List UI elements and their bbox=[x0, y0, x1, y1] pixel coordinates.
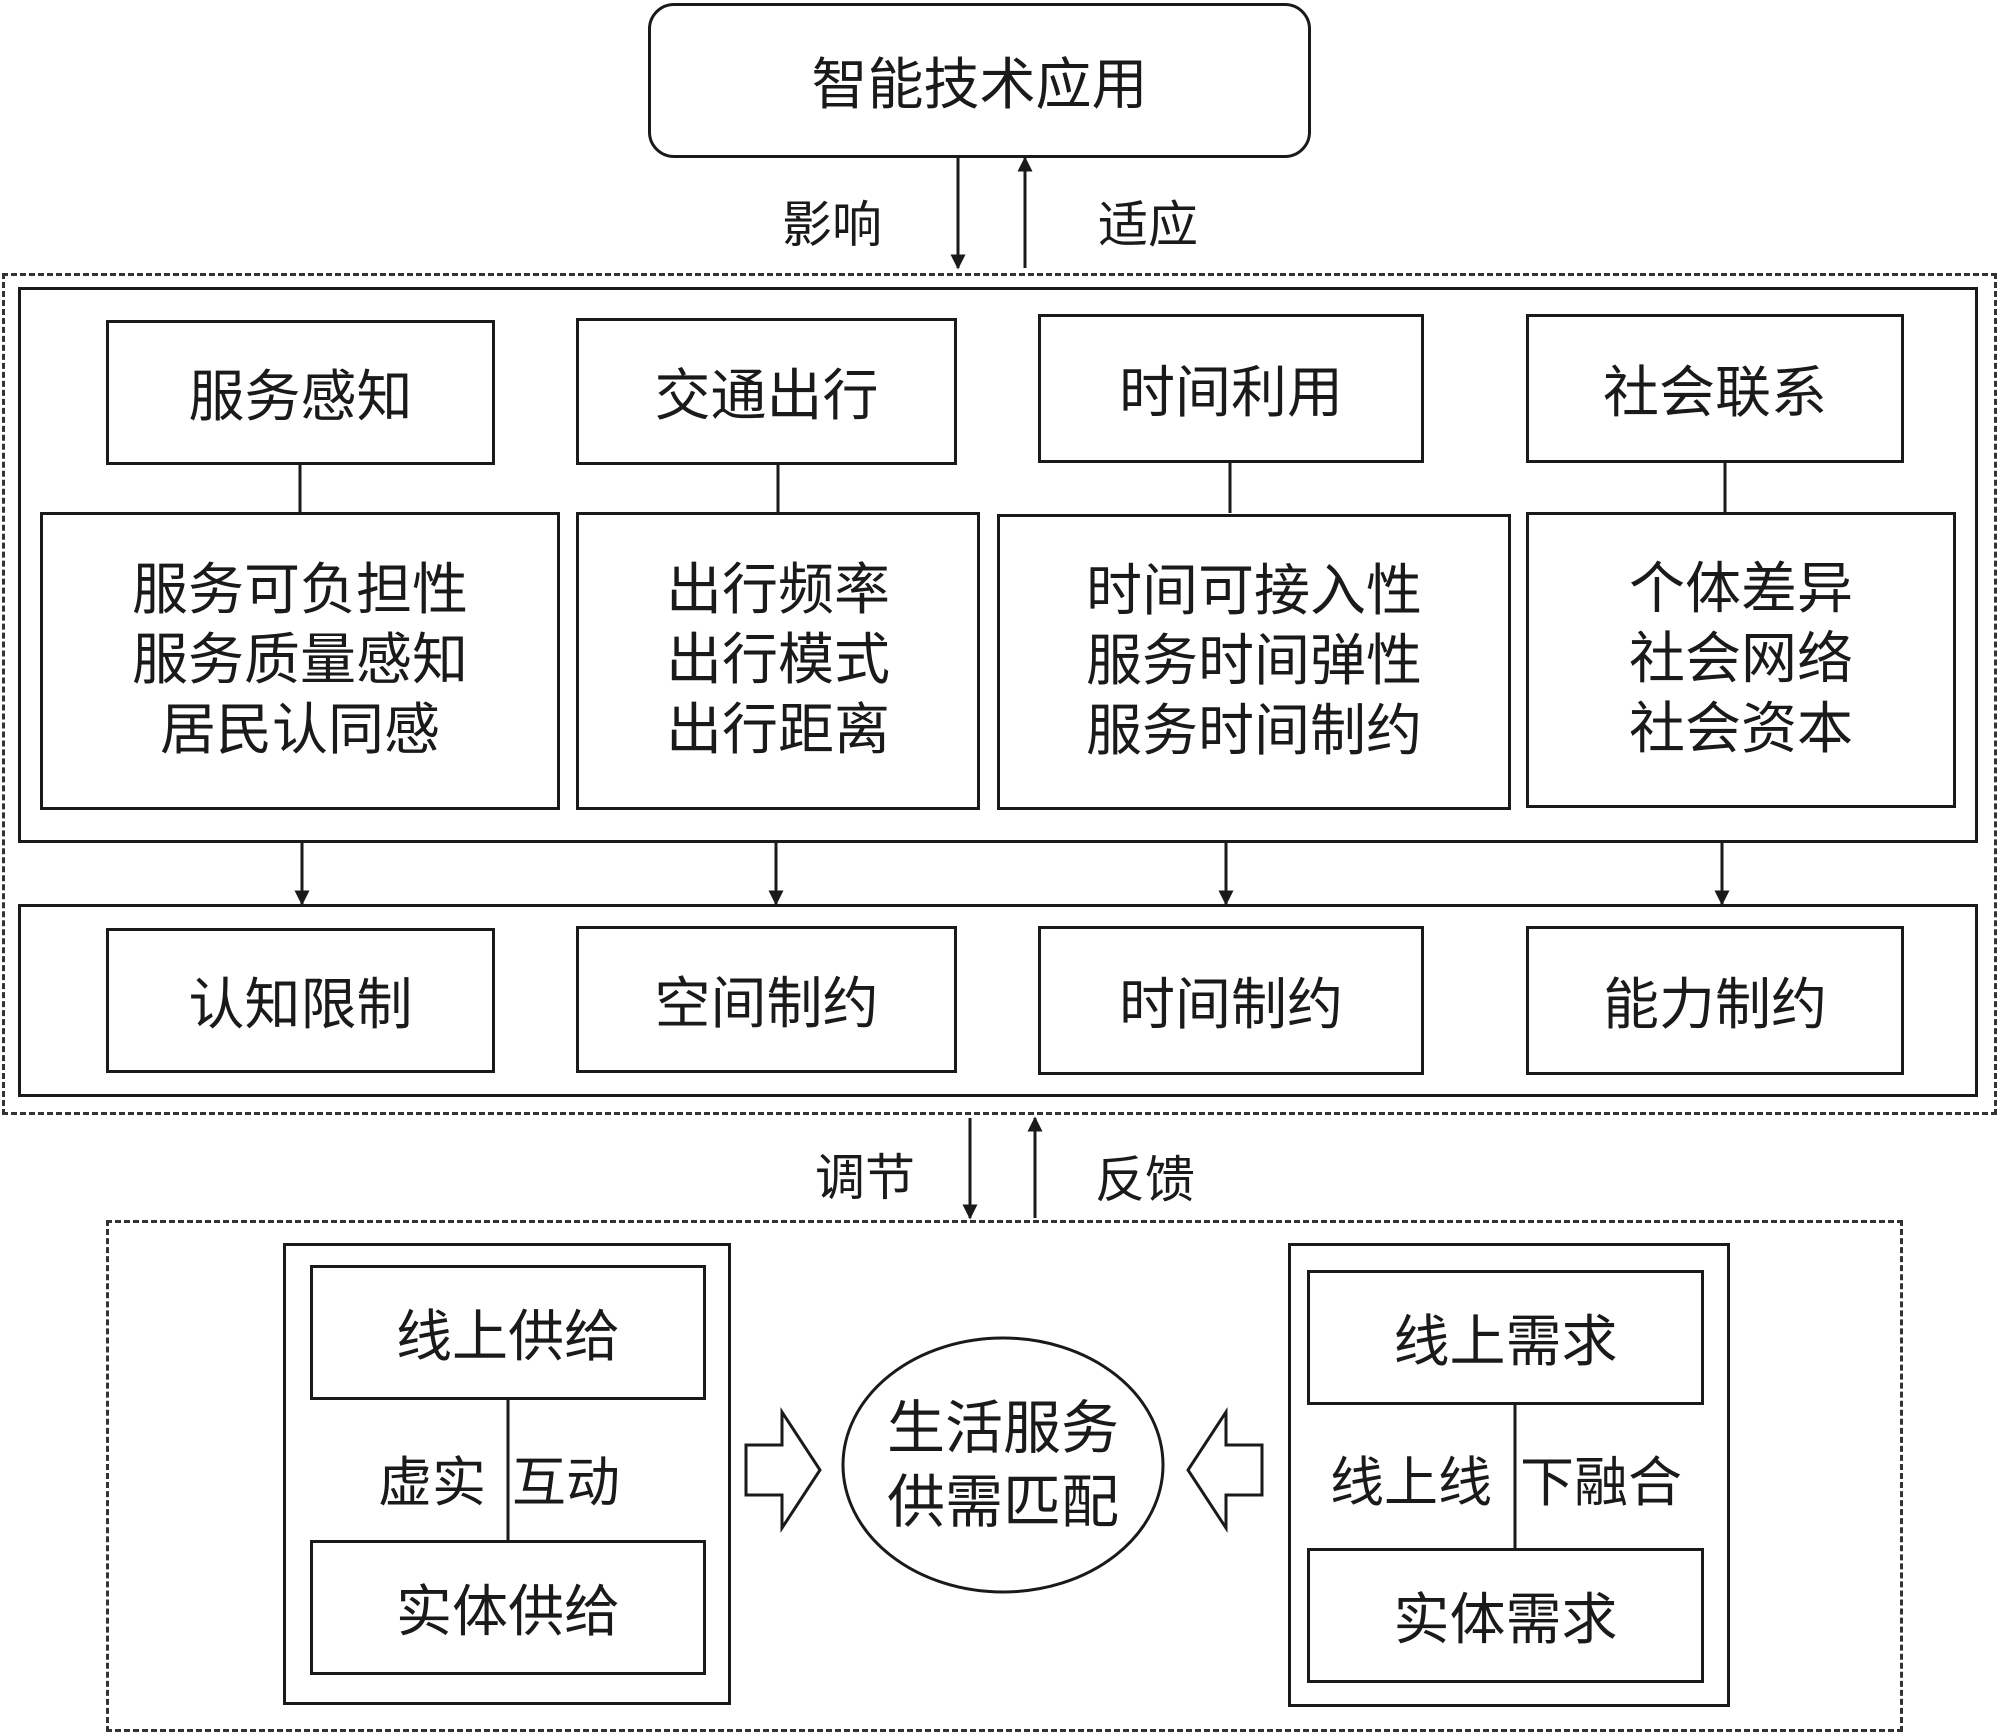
influence-label: 影响 bbox=[782, 196, 882, 254]
dimension-title-travel: 交通出行 bbox=[654, 364, 879, 429]
constraint-cognitive: 认知限制 bbox=[188, 973, 413, 1038]
regulate-label: 调节 bbox=[815, 1149, 915, 1207]
center-ellipse bbox=[841, 1336, 1165, 1594]
detail-item: 出行模式 bbox=[666, 628, 890, 693]
dimension-title-box bbox=[1526, 314, 1904, 463]
dimension-title-box bbox=[106, 320, 495, 465]
dimension-detail-box bbox=[40, 512, 560, 810]
supply-link-left: 虚实 bbox=[378, 1451, 486, 1514]
dimensions-container bbox=[18, 287, 1978, 843]
online-supply-box bbox=[310, 1265, 706, 1400]
dimension-detail-social: 个体差异 社会网络 社会资本 bbox=[1526, 512, 1956, 808]
hollow-arrow-right bbox=[744, 1406, 822, 1534]
constraints-container bbox=[18, 904, 1978, 1097]
supply-container bbox=[283, 1243, 731, 1705]
dimension-title-box bbox=[576, 318, 957, 465]
detail-item: 出行距离 bbox=[666, 698, 890, 763]
detail-item: 服务质量感知 bbox=[132, 628, 468, 693]
physical-demand-box bbox=[1307, 1548, 1704, 1683]
hollow-arrow-left bbox=[1186, 1406, 1264, 1534]
detail-item: 服务时间弹性 bbox=[1086, 629, 1422, 694]
dimension-detail-box bbox=[576, 512, 980, 810]
center-line: 供需匹配 bbox=[886, 1468, 1119, 1536]
demand-link-left: 线上线 bbox=[1330, 1451, 1492, 1514]
constraint-capability: 能力制约 bbox=[1603, 973, 1827, 1038]
detail-item: 服务时间制约 bbox=[1086, 699, 1422, 764]
dimension-detail-time: 时间可接入性 服务时间弹性 服务时间制约 bbox=[997, 514, 1511, 810]
center-line: 生活服务 bbox=[886, 1394, 1119, 1462]
smart-tech-title: 智能技术应用 bbox=[811, 53, 1148, 118]
dimension-title-time: 时间利用 bbox=[1119, 361, 1343, 426]
physical-supply: 实体供给 bbox=[396, 1580, 620, 1645]
physical-supply-box bbox=[310, 1540, 706, 1675]
detail-item: 个体差异 bbox=[1629, 557, 1853, 622]
dimension-title-service: 服务感知 bbox=[188, 365, 413, 430]
adapt-label: 适应 bbox=[1098, 196, 1198, 254]
detail-item: 社会网络 bbox=[1629, 627, 1853, 692]
constraint-box bbox=[576, 926, 957, 1073]
dimension-title-box bbox=[1038, 314, 1424, 463]
constraint-spatial: 空间制约 bbox=[654, 972, 879, 1037]
supply-link-right: 互动 bbox=[512, 1451, 620, 1514]
detail-item: 服务可负担性 bbox=[132, 558, 468, 623]
online-supply: 线上供给 bbox=[396, 1305, 620, 1370]
constraint-box bbox=[106, 928, 495, 1073]
detail-item: 出行频率 bbox=[666, 558, 890, 623]
dimension-detail-box bbox=[1526, 512, 1956, 808]
dimension-title-social: 社会联系 bbox=[1603, 361, 1827, 426]
constraint-box bbox=[1038, 926, 1424, 1075]
constraint-box bbox=[1526, 926, 1904, 1075]
detail-item: 时间可接入性 bbox=[1086, 559, 1422, 624]
constraint-time: 时间制约 bbox=[1119, 973, 1343, 1038]
dimension-detail-box bbox=[997, 514, 1511, 810]
outer-dashed-frame bbox=[2, 273, 1997, 1115]
online-demand: 线上需求 bbox=[1393, 1310, 1618, 1375]
feedback-label: 反馈 bbox=[1095, 1151, 1195, 1209]
lower-dashed-frame bbox=[106, 1220, 1903, 1732]
detail-item: 社会资本 bbox=[1629, 697, 1853, 762]
detail-item: 居民认同感 bbox=[160, 698, 440, 763]
smart-tech-box bbox=[648, 3, 1311, 158]
demand-link-right: 下融合 bbox=[1520, 1451, 1682, 1514]
center-match: 生活服务 供需匹配 bbox=[843, 1338, 1163, 1592]
demand-container bbox=[1288, 1243, 1730, 1707]
online-demand-box bbox=[1307, 1270, 1704, 1405]
physical-demand: 实体需求 bbox=[1393, 1588, 1618, 1653]
dimension-detail-service: 服务可负担性 服务质量感知 居民认同感 bbox=[40, 512, 560, 810]
dimension-detail-travel: 出行频率 出行模式 出行距离 bbox=[576, 512, 980, 810]
